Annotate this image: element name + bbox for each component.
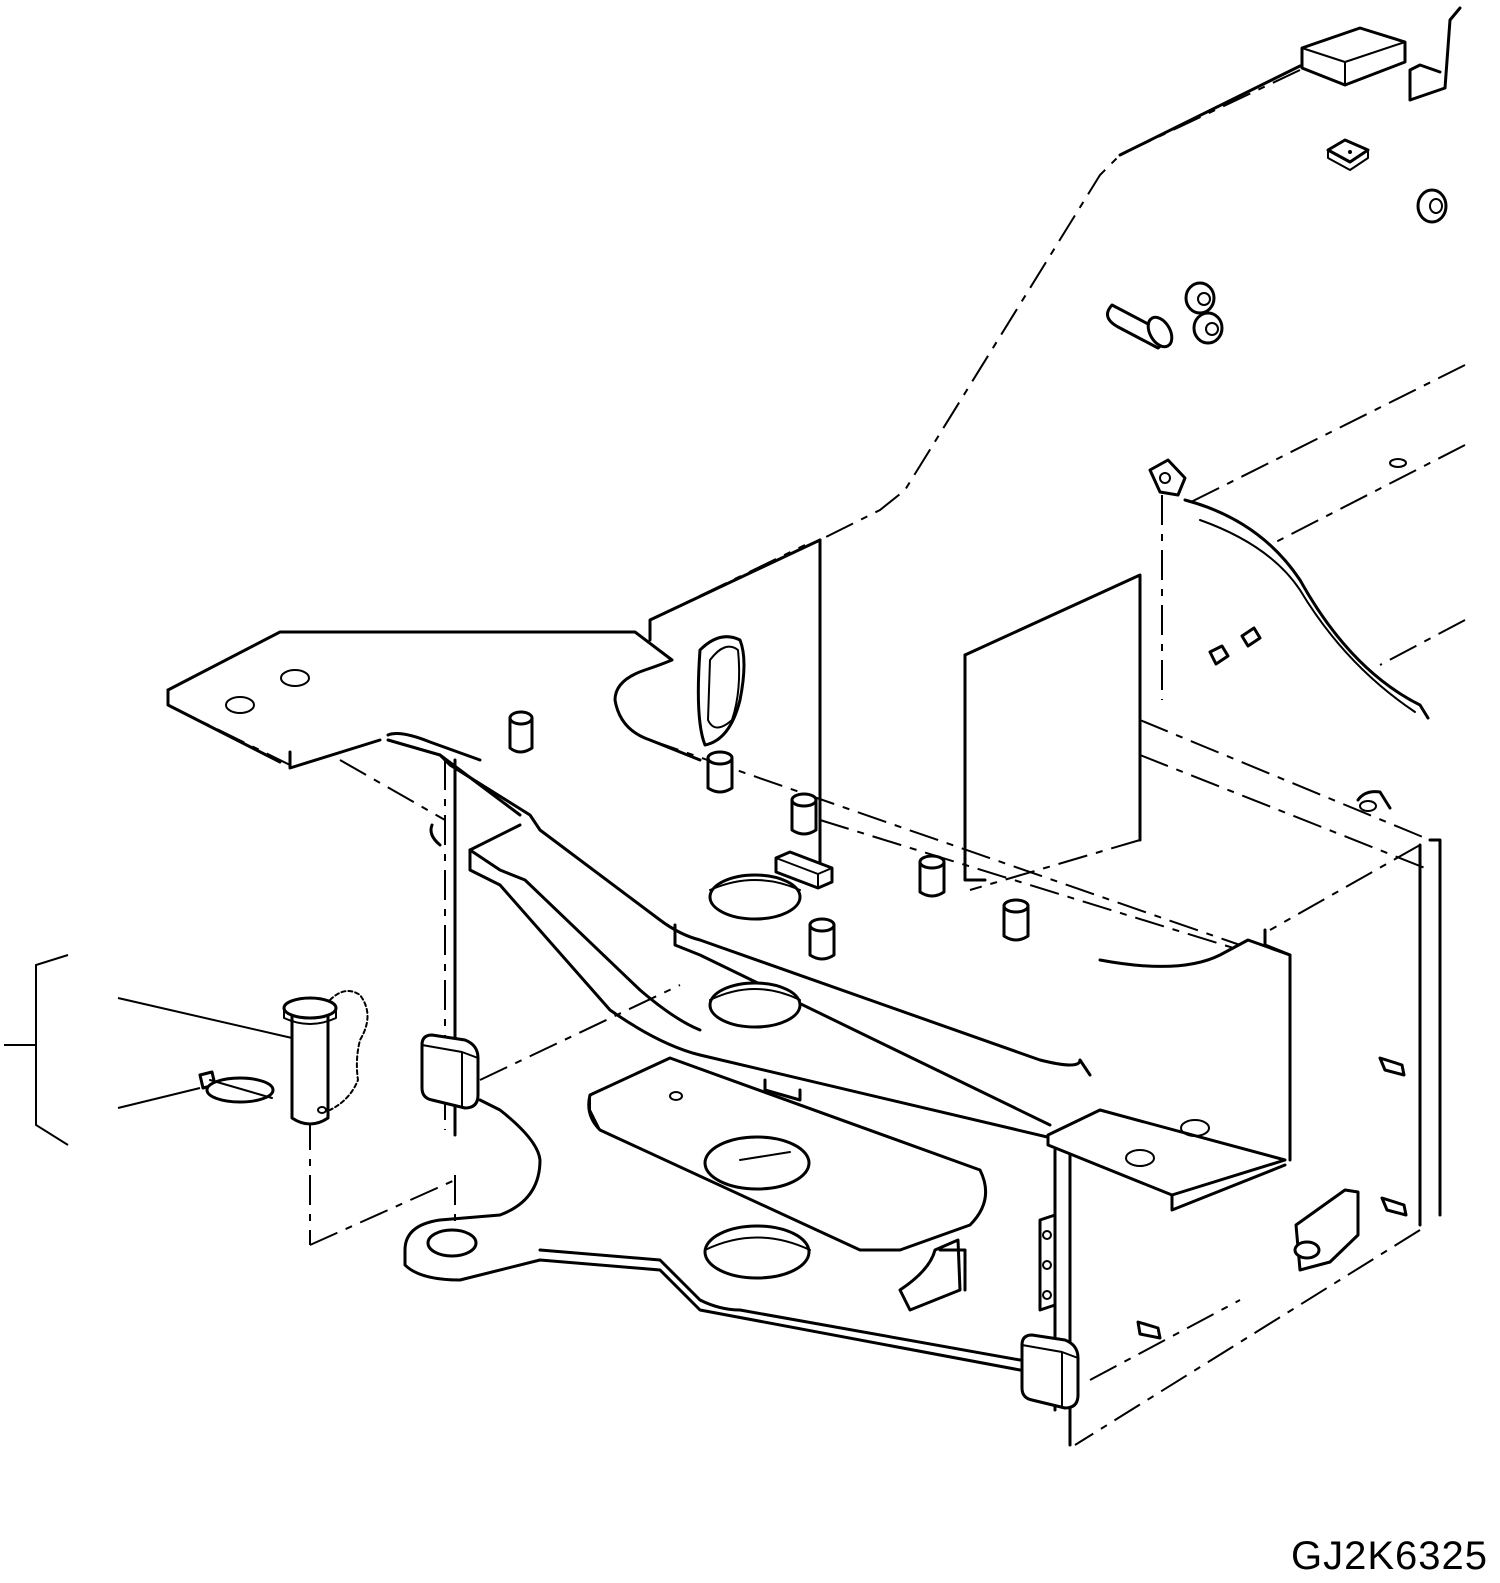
- pin-with-chain: [282, 990, 369, 1126]
- lower-plate: [403, 1056, 1022, 1372]
- upper-plate: [166, 630, 1292, 968]
- small-parts-top: [1106, 138, 1448, 350]
- bushings: [508, 710, 1030, 961]
- top-block: [1300, 6, 1462, 102]
- stoppers: [420, 1033, 1080, 1410]
- lock-pin: [198, 1070, 275, 1104]
- middle-bracket: [386, 738, 1092, 1142]
- callout-bracket: [4, 954, 293, 1146]
- side-bolts: [1136, 626, 1408, 1340]
- construction-lines: [309, 759, 1241, 1381]
- drawing-code: GJ2K6325: [1290, 1534, 1488, 1578]
- side-walls: [648, 458, 1442, 1446]
- upper-frame: [819, 64, 1466, 720]
